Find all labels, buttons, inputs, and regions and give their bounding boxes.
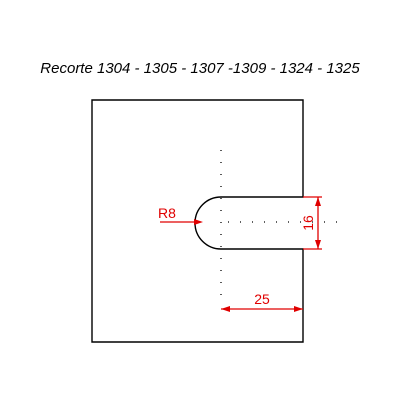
slot-width-arrow-bottom (315, 240, 321, 249)
slot-depth-arrow-right (294, 306, 303, 312)
drawing-title: Recorte 1304 - 1305 - 1307 -1309 - 1324 … (40, 60, 360, 77)
slot-depth-dimension: 25 (221, 291, 303, 312)
slot-depth-arrow-left (221, 306, 230, 312)
part-outline (91, 99, 304, 343)
slot-width-label: 16 (300, 215, 316, 231)
slot-depth-label: 25 (254, 291, 270, 307)
radius-label: R8 (158, 205, 176, 221)
slot-width-dimension: 16 (300, 196, 322, 250)
slot-width-arrow-top (315, 197, 321, 206)
radius-arrowhead (194, 219, 203, 225)
radius-dimension: R8 (158, 205, 203, 225)
